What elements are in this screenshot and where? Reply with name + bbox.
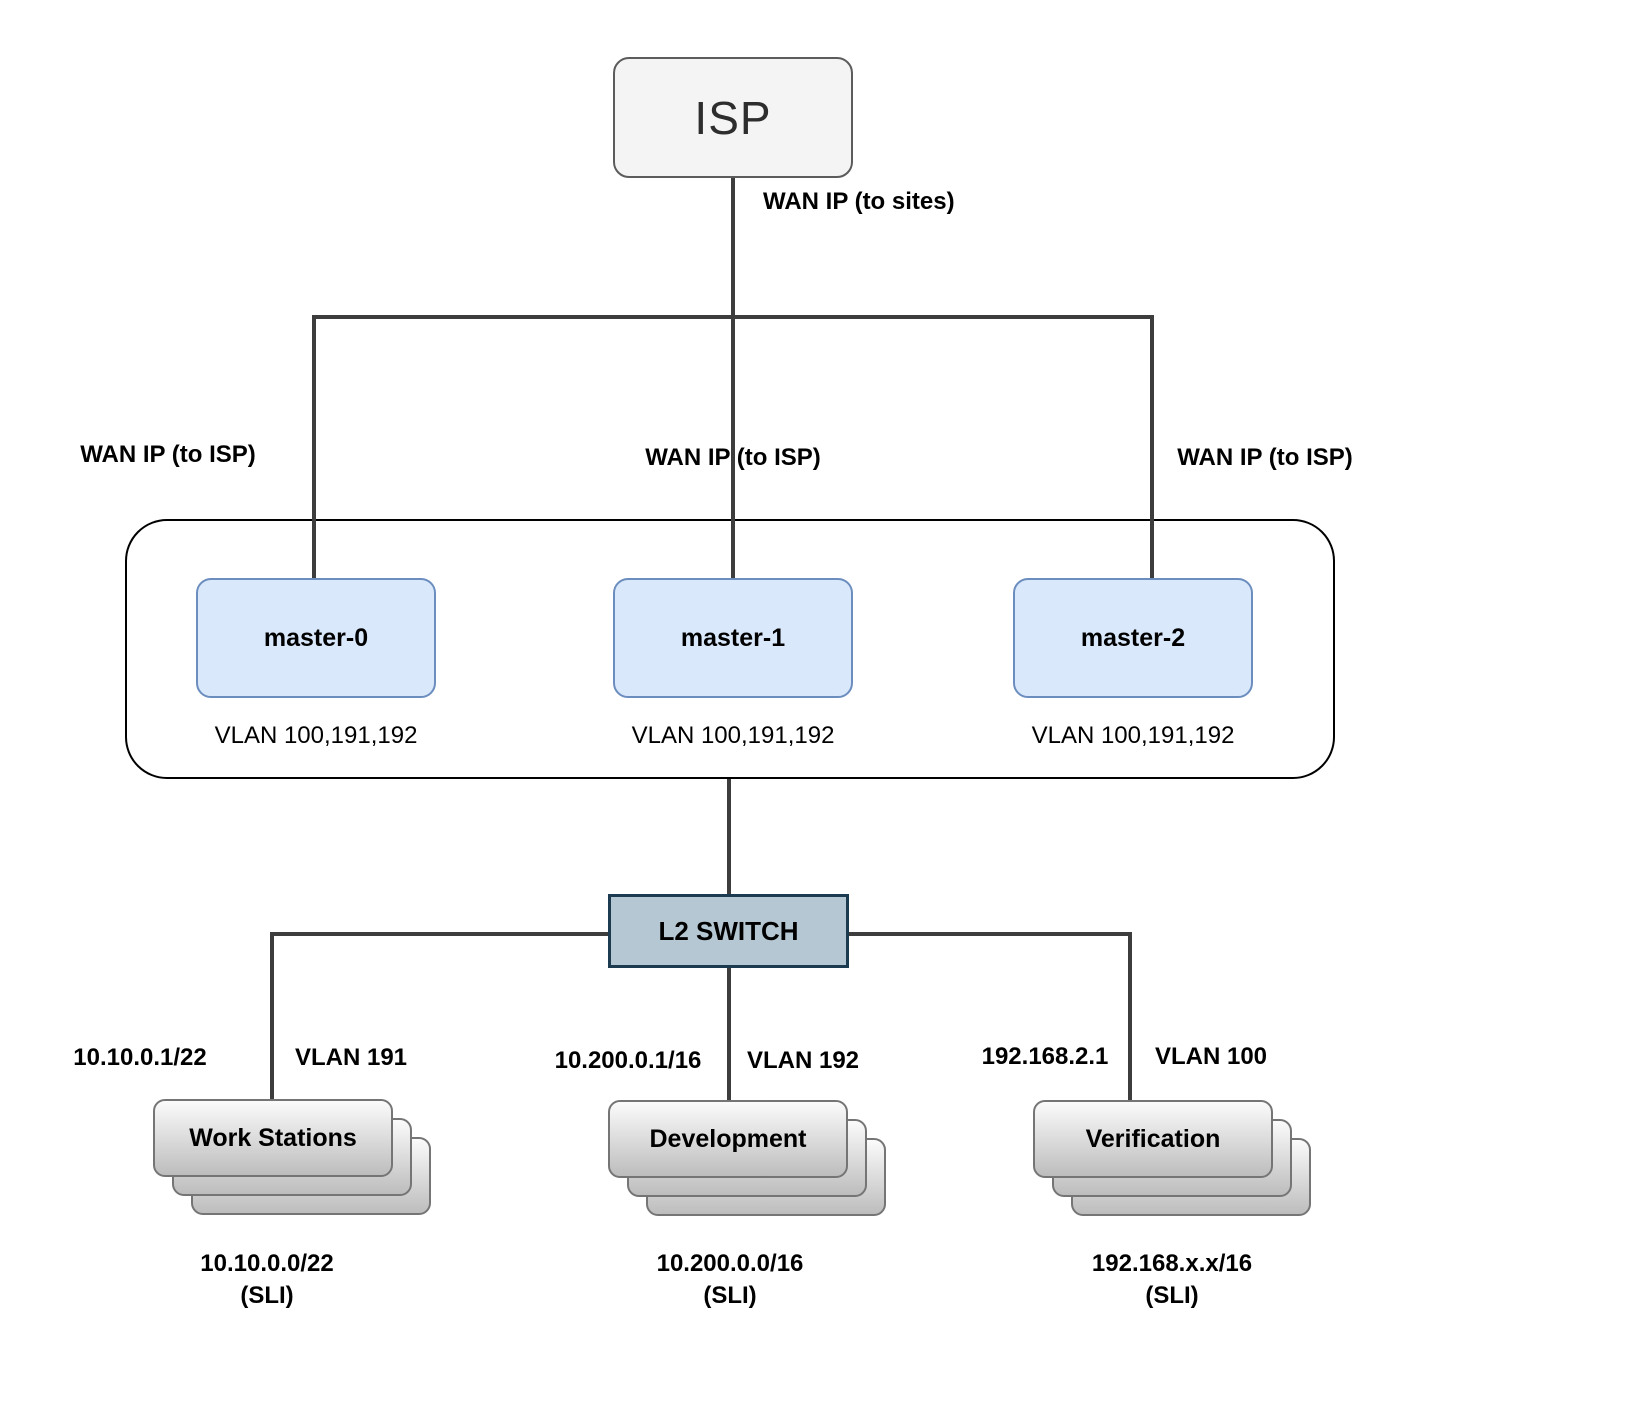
isp-label: ISP [694, 91, 772, 144]
verification-subnet-note: (SLI) [1145, 1282, 1199, 1309]
master-0-node: master-0 [196, 578, 436, 698]
workstations-label: Work Stations [189, 1123, 357, 1152]
development-gateway-label: 10.200.0.1/16 [554, 1047, 702, 1074]
verification-vlan-label: VLAN 100 [1154, 1043, 1268, 1070]
verification-stack-card-front: Verification [1033, 1100, 1273, 1178]
verification-subnet: 192.168.x.x/16 [1091, 1250, 1253, 1277]
development-subnet: 10.200.0.0/16 [656, 1250, 804, 1277]
master-0-vlans-label: VLAN 100,191,192 [214, 722, 418, 749]
edge-label-wan-to-sites: WAN IP (to sites) [763, 188, 955, 215]
development-subnet-note: (SLI) [703, 1282, 757, 1309]
development-subnet-annotation: 10.200.0.0/16 (SLI) [657, 1248, 804, 1312]
verification-subnet-annotation: 192.168.x.x/16 (SLI) [1092, 1248, 1252, 1312]
master-1-node: master-1 [613, 578, 853, 698]
master-2-node: master-2 [1013, 578, 1253, 698]
edge-label-wan-to-isp-middle: WAN IP (to ISP) [645, 444, 821, 471]
edge-label-wan-to-isp-left: WAN IP (to ISP) [80, 441, 256, 468]
workstations-subnet-note: (SLI) [240, 1282, 294, 1309]
l2-switch-label: L2 SWITCH [658, 915, 799, 946]
development-stack-card-front: Development [608, 1100, 848, 1178]
isp-node: ISP [613, 57, 853, 178]
workstations-subnet: 10.10.0.0/22 [200, 1250, 334, 1277]
workstations-vlan-label: VLAN 191 [294, 1044, 408, 1071]
verification-gateway-label: 192.168.2.1 [981, 1043, 1109, 1070]
master-2-vlans-label: VLAN 100,191,192 [1031, 722, 1235, 749]
master-1-label: master-1 [680, 623, 786, 652]
master-0-label: master-0 [263, 623, 369, 652]
workstations-gateway-label: 10.10.0.1/22 [73, 1044, 207, 1071]
workstations-stack-card-front: Work Stations [153, 1099, 393, 1177]
l2-switch-node: L2 SWITCH [608, 894, 849, 968]
edge-switch-to-workstations [270, 932, 608, 1100]
development-label: Development [649, 1124, 807, 1153]
edge-switch-to-verification [849, 932, 1132, 1101]
edge-label-wan-to-isp-right: WAN IP (to ISP) [1177, 444, 1353, 471]
master-1-vlans-label: VLAN 100,191,192 [631, 722, 835, 749]
workstations-subnet-annotation: 10.10.0.0/22 (SLI) [200, 1248, 333, 1312]
verification-label: Verification [1085, 1124, 1221, 1153]
master-2-label: master-2 [1080, 623, 1186, 652]
masters-cluster-container [125, 519, 1335, 779]
development-vlan-label: VLAN 192 [746, 1047, 860, 1074]
